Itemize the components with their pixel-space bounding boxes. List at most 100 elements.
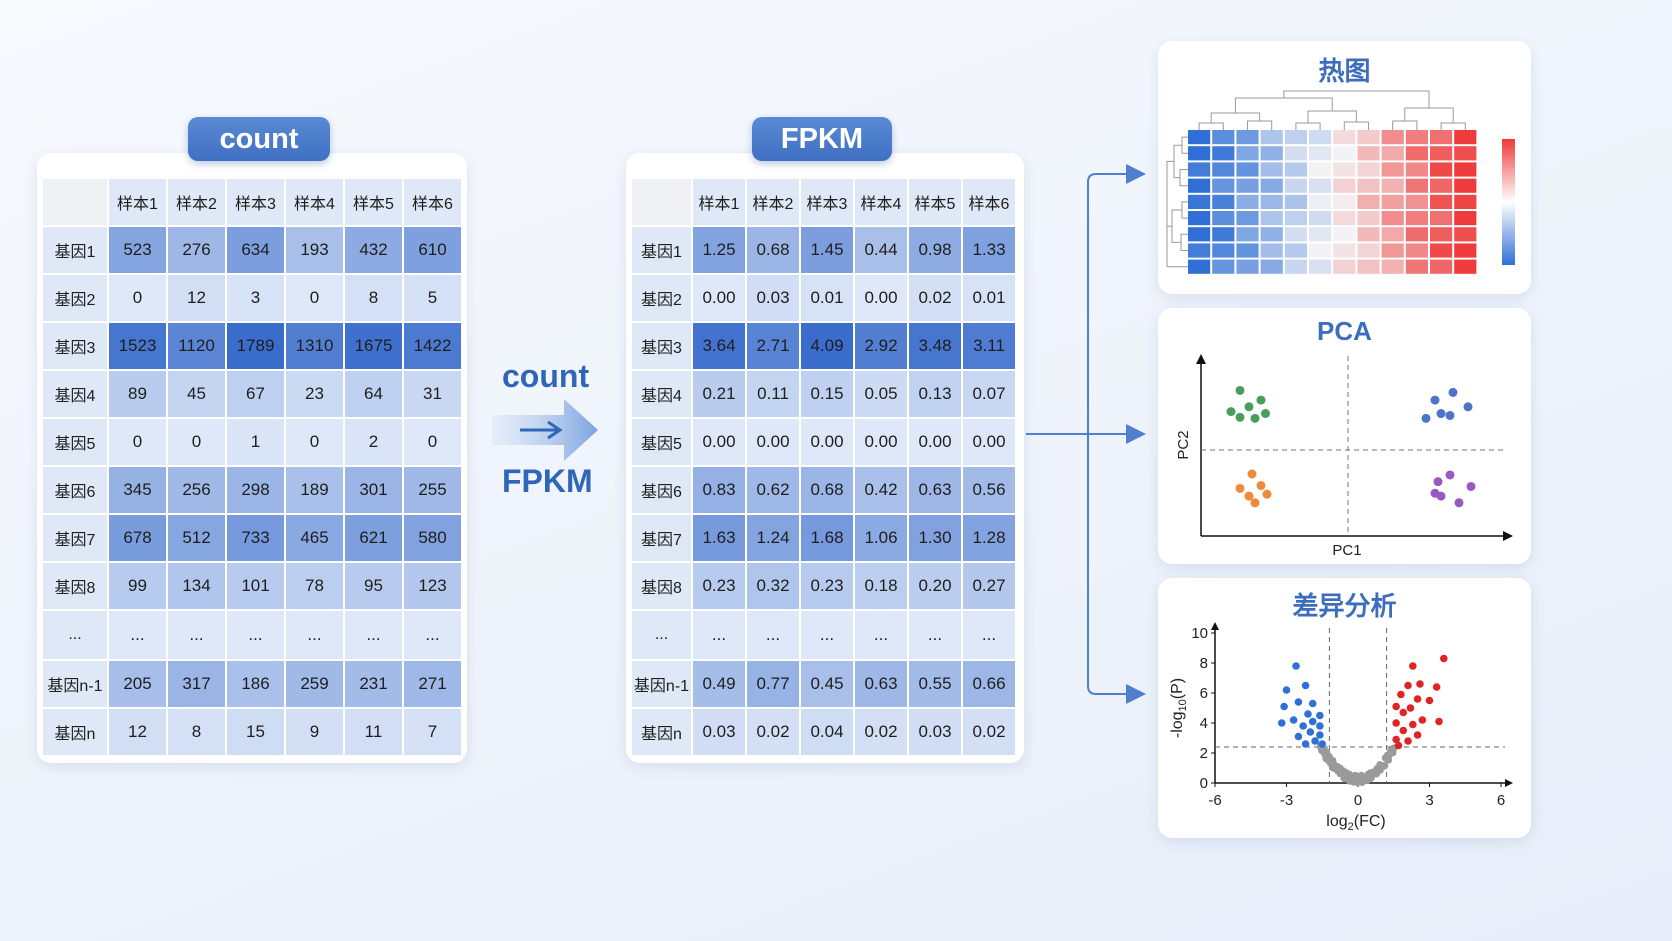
table-cell: 12: [109, 709, 166, 755]
table-cell: 11: [345, 709, 402, 755]
column-header: 样本1: [693, 179, 745, 225]
heatmap-cell: [1454, 146, 1477, 161]
table-corner: [632, 179, 691, 225]
pca-point: [1454, 498, 1464, 508]
table-row: .....................: [43, 611, 461, 659]
volcano-point-down: [1301, 740, 1310, 748]
table-cell: ...: [747, 611, 799, 659]
table-cell: 186: [227, 661, 284, 707]
table-cell: 256: [168, 467, 225, 513]
row-dendrogram: [1166, 136, 1188, 268]
table-cell: 205: [109, 661, 166, 707]
column-header: 样本3: [801, 179, 853, 225]
table-cell: 0.05: [855, 371, 907, 417]
volcano-point-down: [1311, 737, 1319, 745]
table-cell: 0.00: [801, 419, 853, 465]
column-dendrogram: [1198, 90, 1466, 130]
volcano-point-ns: [1377, 763, 1385, 771]
table-cell: 0.63: [909, 467, 961, 513]
table-cell: 2.71: [747, 323, 799, 369]
heatmap-cell: [1454, 243, 1477, 258]
volcano-point-down: [1299, 722, 1307, 730]
volcano-point-ns: [1357, 777, 1365, 785]
row-label: 基因2: [632, 275, 691, 321]
table-cell: ...: [693, 611, 745, 659]
heatmap-cell: [1430, 243, 1453, 258]
volcano-point-down: [1308, 717, 1317, 726]
volcano-point-up: [1394, 741, 1403, 750]
column-header: 样本2: [747, 179, 799, 225]
table-cell: 1523: [109, 323, 166, 369]
volcano-point-up: [1404, 681, 1412, 690]
volcano-point-down: [1304, 710, 1312, 718]
pca-point: [1256, 481, 1266, 491]
pca-point: [1421, 413, 1431, 423]
heatmap-cell: [1405, 130, 1428, 145]
heatmap-cell: [1454, 211, 1477, 226]
pca-point: [1247, 469, 1257, 479]
heatmap-panel: 热图: [1158, 41, 1531, 294]
volcano-point-up: [1392, 702, 1400, 711]
volcano-point-up: [1425, 696, 1434, 705]
heatmap-cell: [1333, 211, 1356, 226]
table-cell: 301: [345, 467, 402, 513]
table-cell: 0: [286, 275, 343, 321]
table-cell: 0.68: [747, 227, 799, 273]
table-cell: 3.64: [693, 323, 745, 369]
table-corner: [43, 179, 107, 225]
volcano-ytick: 6: [1200, 685, 1208, 702]
heatmap-cell: [1309, 146, 1332, 161]
volcano-point-ns: [1320, 747, 1329, 755]
volcano-point-ns: [1372, 768, 1380, 776]
heatmap-cell: [1212, 130, 1235, 145]
table-cell: 1.30: [909, 515, 961, 561]
table-cell: 621: [345, 515, 402, 561]
table-cell: ...: [855, 611, 907, 659]
heatmap-cell: [1212, 194, 1235, 209]
row-label: 基因3: [632, 323, 691, 369]
row-label: 基因7: [43, 515, 107, 561]
table-cell: ...: [404, 611, 461, 659]
table-cell: 0.83: [693, 467, 745, 513]
volcano-ytick: 2: [1200, 745, 1208, 762]
table-cell: 3: [227, 275, 284, 321]
volcano-point-up: [1432, 683, 1441, 691]
column-header: 样本1: [109, 179, 166, 225]
table-cell: 0.68: [801, 467, 853, 513]
table-cell: 1675: [345, 323, 402, 369]
table-cell: ...: [109, 611, 166, 659]
pca-point: [1445, 470, 1455, 480]
row-label: 基因8: [632, 563, 691, 609]
heatmap-cell: [1333, 227, 1356, 242]
table-cell: 255: [404, 467, 461, 513]
heatmap-cell: [1236, 178, 1259, 193]
heatmap-cell: [1430, 162, 1453, 177]
table-cell: 134: [168, 563, 225, 609]
volcano-point-down: [1308, 699, 1317, 708]
volcano-point-up: [1409, 662, 1417, 670]
volcano-xtick: -3: [1280, 792, 1293, 809]
volcano-point-down: [1277, 719, 1286, 727]
row-label: 基因3: [43, 323, 107, 369]
table-cell: 0.63: [855, 661, 907, 707]
heatmap-cell: [1405, 211, 1428, 226]
table-cell: 4.09: [801, 323, 853, 369]
table-cell: 0.02: [963, 709, 1015, 755]
table-cell: 0: [168, 419, 225, 465]
row-label: 基因1: [632, 227, 691, 273]
table-cell: 0.13: [909, 371, 961, 417]
table-cell: 0.00: [963, 419, 1015, 465]
row-label: ...: [43, 611, 107, 659]
volcano-point-ns: [1389, 746, 1397, 754]
row-label: 基因6: [43, 467, 107, 513]
heatmap-cell: [1260, 130, 1283, 145]
table-cell: ...: [286, 611, 343, 659]
pca-xlabel: PC1: [1332, 542, 1361, 559]
heatmap-cell: [1236, 243, 1259, 258]
table-cell: 0.03: [693, 709, 745, 755]
